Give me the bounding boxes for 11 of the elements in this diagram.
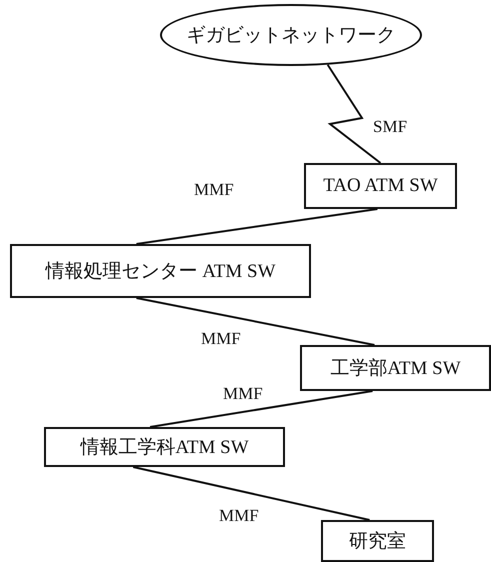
switch-box: 情報工学科ATM SW [44, 427, 285, 467]
room-box: 研究室 [321, 520, 434, 562]
connector-line [136, 208, 378, 245]
connector-line [150, 390, 373, 428]
switch-box: 工学部ATM SW [300, 345, 491, 391]
connector-line [132, 466, 370, 521]
network-ellipse: ギガビットネットワーク [160, 4, 422, 66]
connector-line [136, 297, 375, 346]
switch-box: 情報処理センター ATM SW [10, 244, 311, 298]
connector-line [326, 64, 382, 164]
switch-box: TAO ATM SW [304, 163, 457, 209]
